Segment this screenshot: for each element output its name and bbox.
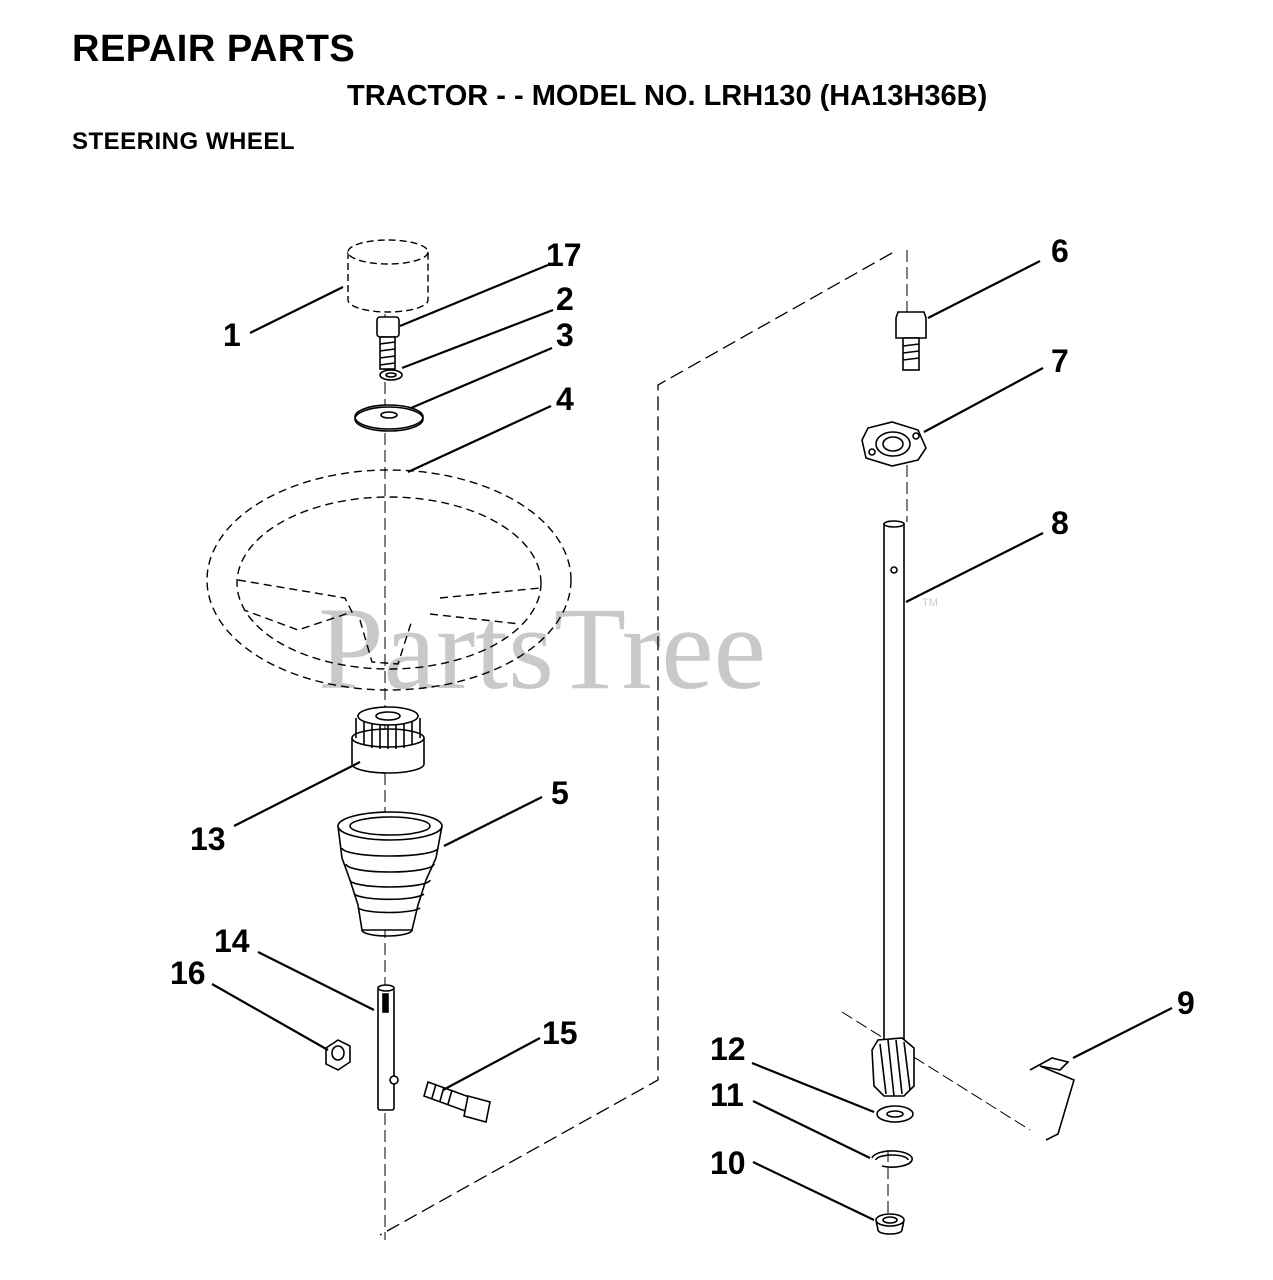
part-11-retaining-ring [871, 1150, 913, 1168]
part-8-steering-shaft [883, 520, 905, 1045]
part-6-bolt [895, 311, 927, 371]
part-14-shaft [377, 984, 399, 1111]
callout-8: 8 [1051, 505, 1069, 541]
callout-1: 1 [223, 317, 241, 353]
callout-4: 4 [556, 381, 574, 417]
part-16-nut [325, 1039, 351, 1071]
part-4-steering-wheel [206, 469, 572, 691]
part-3-washer [354, 404, 424, 432]
part-9-spring-clip [1029, 1057, 1075, 1141]
callout-10: 10 [710, 1145, 746, 1181]
part-2-lock-washer [379, 369, 403, 381]
callout-17: 17 [546, 237, 582, 273]
part-8-pinion-gear [871, 1037, 915, 1097]
callout-12: 12 [710, 1031, 746, 1067]
callout-7: 7 [1051, 343, 1069, 379]
part-15-bolt [423, 1080, 491, 1123]
callout-9: 9 [1177, 985, 1195, 1021]
callout-13: 13 [190, 821, 226, 857]
part-10-bushing [875, 1213, 905, 1235]
part-12-washer [876, 1105, 914, 1123]
part-7-flange-bearing [861, 421, 927, 467]
watermark: PartsTree [318, 583, 766, 714]
callout-11: 11 [710, 1077, 744, 1113]
part-5-boot [337, 811, 443, 937]
axis-lines [384, 250, 1031, 1240]
part-13-spline-hub [351, 706, 425, 774]
assembly-boundary [379, 252, 893, 1236]
callout-5: 5 [551, 775, 569, 811]
callout-16: 16 [170, 955, 206, 991]
part-1-cap [347, 239, 429, 313]
callout-3: 3 [556, 317, 574, 353]
callout-6: 6 [1051, 233, 1069, 269]
callout-15: 15 [542, 1015, 578, 1051]
page-title: REPAIR PARTS [72, 28, 356, 70]
section-title: STEERING WHEEL [72, 128, 296, 155]
leader-lines [211, 260, 1173, 1221]
callout-2: 2 [556, 281, 574, 317]
callout-14: 14 [214, 923, 250, 959]
callouts: 1 17 2 3 4 6 7 8 9 12 11 10 13 5 14 16 1… [170, 233, 1195, 1181]
model-subtitle: TRACTOR - - MODEL NO. LRH130 (HA13H36B) [347, 80, 988, 112]
watermark-tm: TM [922, 597, 938, 609]
part-17-bolt [376, 316, 400, 370]
